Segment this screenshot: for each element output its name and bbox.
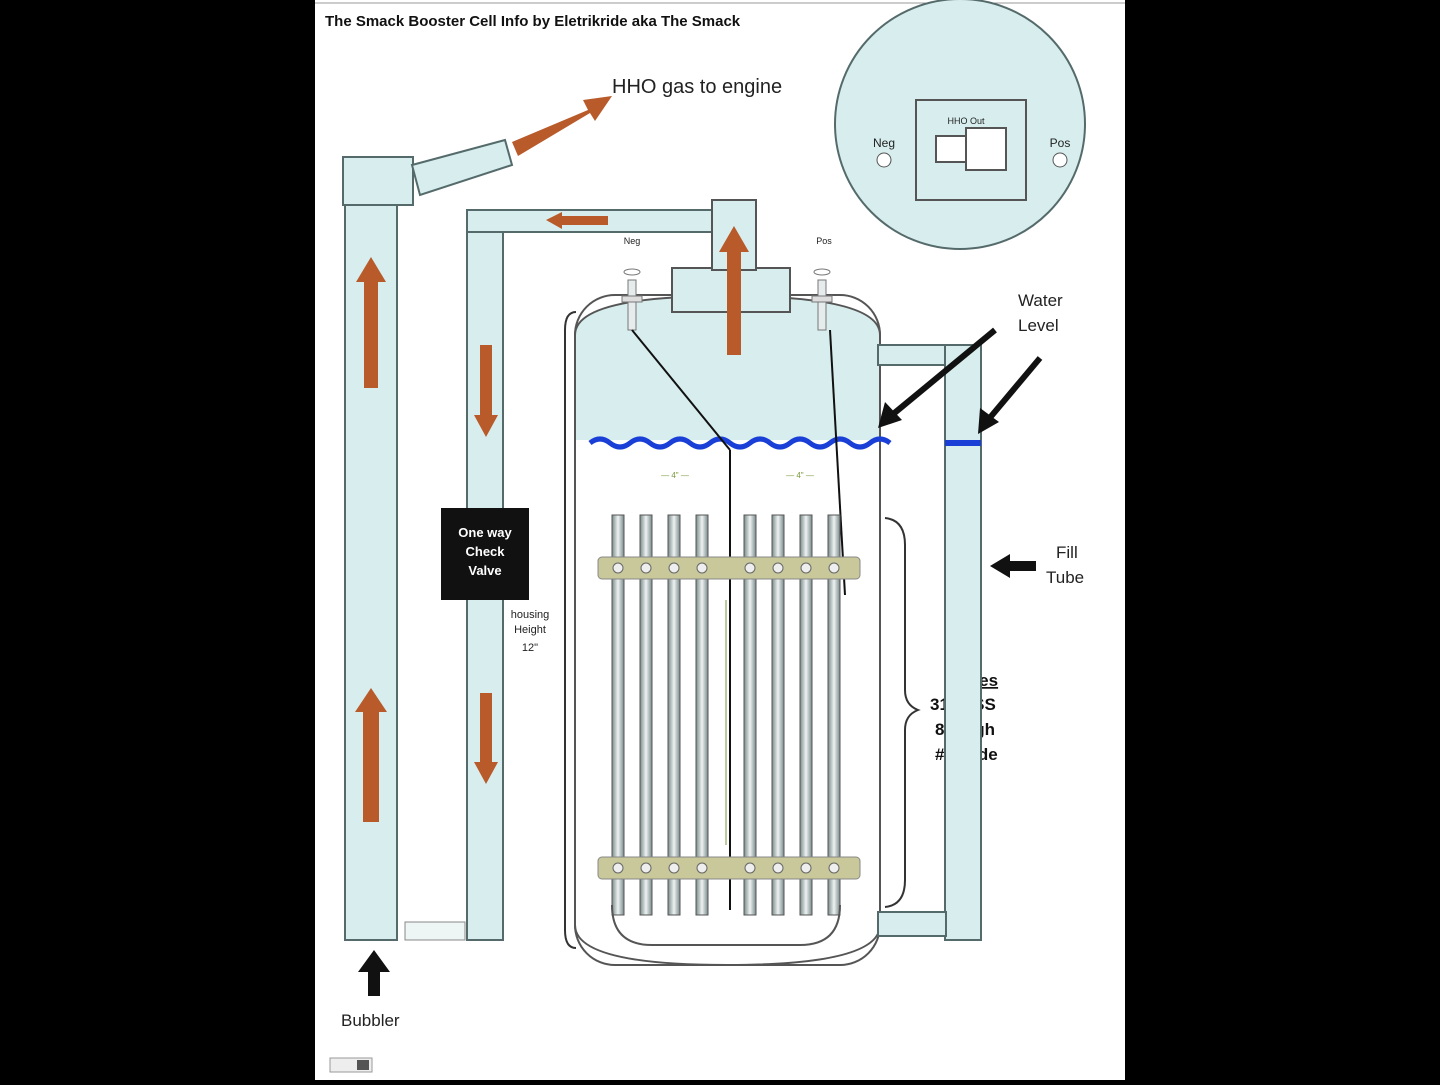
fill-tube-label-2: Tube <box>1046 568 1084 587</box>
check-valve-label-1: One way <box>458 525 512 540</box>
housing-label-1: housing <box>511 609 550 621</box>
diagram-title: The Smack Booster Cell Info by Eletrikri… <box>325 13 741 30</box>
electrode-plates <box>611 514 841 946</box>
gas-out-arrow-icon <box>512 96 612 156</box>
up-arrow-icon <box>719 226 749 355</box>
check-valve-label-3: Valve <box>468 563 501 578</box>
neg-terminal-label: Neg <box>624 236 641 246</box>
down-arrow-icon <box>474 345 498 437</box>
housing-label-2: Height <box>514 624 546 636</box>
pos-wire <box>829 329 846 596</box>
pointer-arrow-icon <box>978 356 1043 434</box>
bubbler-label: Bubbler <box>341 1011 400 1030</box>
check-valve-label-2: Check <box>465 544 505 559</box>
water-line <box>588 436 892 450</box>
neg-wire <box>631 329 731 451</box>
page-control-knob[interactable] <box>357 1060 369 1070</box>
housing-label-3: 12" <box>522 642 538 654</box>
check-valve-box <box>441 508 529 600</box>
pos-terminal-label: Pos <box>816 236 832 246</box>
water-level-label-1: Water <box>1018 291 1063 310</box>
water-mark-right: — 4" — <box>786 471 814 480</box>
fill-tube-label-1: Fill <box>1056 543 1078 562</box>
down-arrow-icon <box>474 693 498 784</box>
up-arrow-icon <box>358 950 390 996</box>
up-arrow-icon <box>356 257 386 388</box>
left-arrow-icon <box>546 212 608 229</box>
pos-terminal <box>811 268 833 331</box>
inset-pos-label: Pos <box>1050 136 1071 150</box>
hho-gas-label: HHO gas to engine <box>612 76 782 98</box>
inset-neg-label: Neg <box>873 136 895 150</box>
top-view-inset <box>834 0 1086 250</box>
water-level-label-2: Level <box>1018 316 1059 335</box>
up-arrow-icon <box>355 688 387 822</box>
left-arrow-icon <box>990 554 1036 578</box>
housing-bracket <box>564 311 577 949</box>
pointer-arrow-icon <box>878 327 997 428</box>
lower-rod <box>597 856 861 880</box>
upper-rod <box>597 556 861 580</box>
plates-bracket <box>884 517 921 908</box>
inset-hho-out-label: HHO Out <box>947 116 985 126</box>
water-mark-left: — 4" — <box>661 471 689 480</box>
fill-tube-water-line <box>945 440 981 446</box>
